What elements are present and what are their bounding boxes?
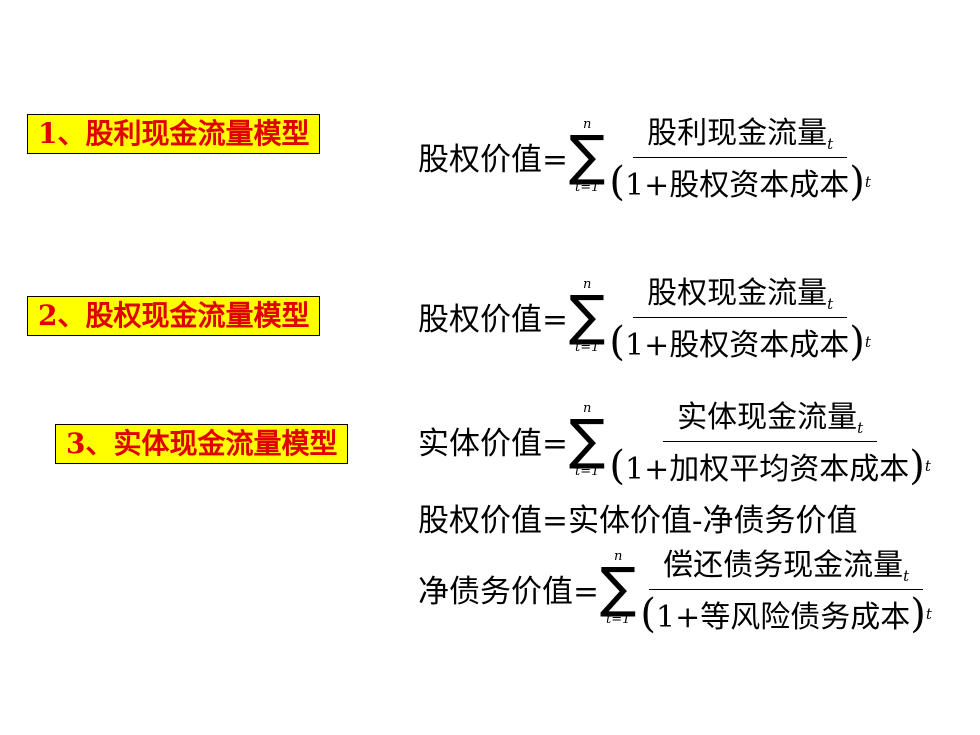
fraction: 偿还债务现金流量t (1+等风险债务成本)t bbox=[640, 540, 931, 636]
model-1-label: 1、股利现金流量模型 bbox=[27, 114, 321, 154]
summation: n ∑ t=1 bbox=[569, 402, 605, 478]
denominator: (1+等风险债务成本)t bbox=[640, 591, 932, 637]
numerator: 股利现金流量t bbox=[633, 108, 848, 158]
sigma-symbol: ∑ bbox=[568, 284, 606, 347]
model-3-label: 3、实体现金流量模型 bbox=[55, 424, 349, 464]
denominator: (1+股权资本成本)t bbox=[609, 159, 871, 205]
fraction: 实体现金流量t (1+加权平均资本成本)t bbox=[609, 392, 930, 488]
equity-value-equation: 股权价值=实体价值-净债务价值 bbox=[418, 503, 858, 539]
summation: n ∑ t=1 bbox=[569, 118, 605, 194]
formula-lhs: 股权价值= bbox=[418, 141, 568, 178]
model-2-formula: 股权价值= n ∑ t=1 股权现金流量t (1+股权资本成本)t bbox=[418, 268, 871, 364]
fraction: 股权现金流量t (1+股权资本成本)t bbox=[609, 268, 870, 364]
sum-upper: n bbox=[582, 401, 592, 416]
formula-lhs: 实体价值= bbox=[418, 425, 568, 462]
fraction: 股利现金流量t (1+股权资本成本)t bbox=[609, 108, 870, 204]
sigma-symbol: ∑ bbox=[568, 408, 606, 471]
sum-upper: n bbox=[613, 549, 623, 564]
numerator: 实体现金流量t bbox=[663, 392, 878, 442]
numerator: 股权现金流量t bbox=[633, 268, 848, 318]
model-1-formula: 股权价值= n ∑ t=1 股利现金流量t (1+股权资本成本)t bbox=[418, 108, 871, 204]
sum-lower: t=1 bbox=[574, 340, 600, 355]
sum-lower: t=1 bbox=[605, 612, 631, 627]
numerator: 偿还债务现金流量t bbox=[649, 540, 924, 590]
denominator: (1+加权平均资本成本)t bbox=[609, 443, 931, 489]
model-2-label: 2、股权现金流量模型 bbox=[27, 296, 321, 336]
formula-lhs: 股权价值= bbox=[418, 301, 568, 338]
sum-lower: t=1 bbox=[574, 464, 600, 479]
summation: n ∑ t=1 bbox=[600, 550, 636, 626]
summation: n ∑ t=1 bbox=[569, 278, 605, 354]
model-3-formula: 实体价值= n ∑ t=1 实体现金流量t (1+加权平均资本成本)t bbox=[418, 392, 931, 488]
denominator: (1+股权资本成本)t bbox=[609, 319, 871, 365]
sigma-symbol: ∑ bbox=[599, 556, 637, 619]
sum-lower: t=1 bbox=[574, 180, 600, 195]
sum-upper: n bbox=[582, 117, 592, 132]
net-debt-formula: 净债务价值= n ∑ t=1 偿还债务现金流量t (1+等风险债务成本)t bbox=[418, 540, 932, 636]
sum-upper: n bbox=[582, 277, 592, 292]
formula-lhs: 净债务价值= bbox=[418, 573, 599, 610]
sigma-symbol: ∑ bbox=[568, 124, 606, 187]
